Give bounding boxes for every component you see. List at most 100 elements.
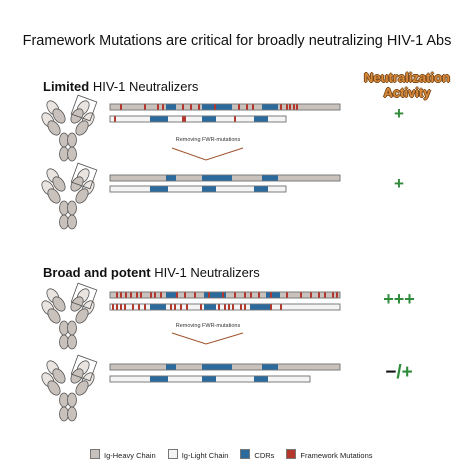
chain-limited-heavy-mutated-mutation <box>286 104 288 110</box>
chain-broad-light-mutated-mutation <box>200 304 202 310</box>
chain-broad-light-reverted-cdr <box>202 376 216 382</box>
chain-limited-heavy-mutated-mutation <box>162 104 164 110</box>
antibody-limited-mutated-paratope-box <box>70 94 98 122</box>
chain-broad-heavy-mutated-mutation <box>194 292 196 298</box>
chain-limited-heavy-mutated-mutation <box>120 104 122 110</box>
chain-broad-heavy-mutated-mutation <box>332 292 334 298</box>
legend-cdr-swatch <box>240 449 251 459</box>
chain-broad-heavy-mutated-mutation <box>208 292 210 298</box>
activity-limited-mutated: + <box>394 104 404 123</box>
chain-broad-heavy-mutated-mutation <box>324 292 326 298</box>
chain-broad-light-mutated-mutation <box>270 304 272 310</box>
antibody-limited-mutated-fc-4 <box>67 146 77 162</box>
chain-limited-heavy-mutated-mutation <box>280 104 282 110</box>
chain-limited-heavy-mutated-mutation <box>293 104 295 110</box>
chain-broad-heavy-mutated-mutation <box>244 292 246 298</box>
chain-broad-light-mutated-mutation <box>186 304 188 310</box>
section-limited-title: Limited HIV-1 Neutralizers <box>43 79 198 94</box>
activity-limited-reverted: + <box>394 174 404 193</box>
chain-broad-heavy-mutated-mutation <box>176 292 178 298</box>
section-limited-rest: HIV-1 Neutralizers <box>89 79 199 94</box>
antibody-broad-mutated-fc-4 <box>67 334 77 350</box>
chain-limited-heavy-reverted-cdr <box>262 175 278 181</box>
chain-broad-light-mutated-cdr <box>204 304 216 310</box>
chain-limited-light-reverted-cdr <box>202 186 216 192</box>
chain-broad-light-mutated-mutation <box>180 304 182 310</box>
chain-broad-light-mutated-mutation <box>280 304 282 310</box>
chain-broad-light-mutated-mutation <box>138 304 140 310</box>
legend-light-label: Ig-Light Chain <box>181 451 229 460</box>
antibody-limited-reverted-fc-4 <box>67 214 77 230</box>
chain-limited-heavy-mutated-mutation <box>289 104 291 110</box>
legend-cdr-label: CDRs <box>254 451 275 460</box>
chain-broad-light-mutated-cdr <box>250 304 270 310</box>
chain-limited-heavy-mutated-mutation <box>296 104 298 110</box>
chain-limited-light-reverted-outline <box>109 185 287 193</box>
chain-broad-light-reverted <box>109 375 311 383</box>
chain-broad-light-reverted-outline <box>109 375 311 383</box>
chain-broad-light-mutated-mutation <box>120 304 122 310</box>
chain-limited-heavy-mutated-outline <box>109 103 341 111</box>
chain-broad-heavy-mutated-mutation <box>130 292 132 298</box>
antibody-broad-mutated <box>41 282 98 350</box>
chain-limited-light-mutated-mutation <box>184 116 186 122</box>
chain-broad-light-mutated <box>109 303 341 311</box>
chain-broad-heavy-mutated-mutation <box>120 292 122 298</box>
chain-broad-heavy-mutated-cdr <box>204 292 226 298</box>
chain-limited-light-mutated-mutation <box>234 116 236 122</box>
section-broad-bold: Broad and potent <box>43 265 151 280</box>
chain-broad-heavy-mutated-mutation <box>270 292 272 298</box>
chain-broad-light-mutated-outline <box>109 303 341 311</box>
chain-broad-heavy-mutated-cdr <box>166 292 176 298</box>
antibody-broad-reverted-heavy-right-2 <box>75 380 89 396</box>
chain-broad-heavy-mutated-mutation <box>300 292 302 298</box>
legend-fwm: Framework Mutations <box>286 449 373 460</box>
chain-broad-light-mutated-mutation <box>170 304 172 310</box>
chain-limited-light-mutated-mutation <box>114 116 116 122</box>
chain-broad-heavy-mutated-mutation <box>234 292 236 298</box>
legend-heavy: Ig-Heavy Chain <box>90 449 156 460</box>
activity-broad-reverted: −/+ <box>369 362 429 384</box>
chain-broad-light-mutated-mutation <box>224 304 226 310</box>
chain-limited-heavy-reverted-cdr <box>202 175 232 181</box>
antibody-broad-reverted-paratope-box <box>70 354 98 382</box>
antibody-limited-reverted <box>41 162 98 230</box>
antibody-broad-mutated-heavy-left-1 <box>52 296 66 312</box>
chain-broad-heavy-mutated-mutation <box>336 292 338 298</box>
chain-limited-light-mutated-outline <box>109 115 287 123</box>
legend-fwm-label: Framework Mutations <box>300 451 373 460</box>
chain-limited-heavy-mutated-mutation <box>144 104 146 110</box>
chain-broad-heavy-reverted-cdr <box>166 364 176 370</box>
antibody-limited-mutated-heavy-left-1 <box>52 108 66 124</box>
chain-broad-heavy-mutated-mutation <box>160 292 162 298</box>
chain-limited-heavy-mutated-mutation <box>182 104 184 110</box>
chain-limited-heavy-mutated-mutation <box>198 104 200 110</box>
legend-fwm-swatch <box>286 449 297 459</box>
chain-broad-heavy-mutated-mutation <box>318 292 320 298</box>
chain-broad-heavy-mutated-mutation <box>140 292 142 298</box>
antibody-limited-mutated-heavy-left-2 <box>47 120 61 136</box>
chain-broad-heavy-mutated-mutation <box>258 292 260 298</box>
chain-limited-light-mutated-mutation <box>182 116 184 122</box>
chain-limited-heavy-mutated-cdr <box>262 104 278 110</box>
chain-broad-heavy-mutated-mutation <box>154 292 156 298</box>
chain-broad-light-mutated-mutation <box>132 304 134 310</box>
chain-broad-light-mutated-cdr <box>150 304 166 310</box>
arrow-label-broad: Removing FWR-mutations <box>175 323 241 329</box>
activity-plus: /+ <box>396 362 413 383</box>
antibody-broad-reverted <box>41 354 98 422</box>
chain-limited-heavy-mutated-mutation <box>157 104 159 110</box>
chain-limited-heavy-mutated-mutation <box>238 104 240 110</box>
legend-light: Ig-Light Chain <box>167 449 229 460</box>
chain-limited-light-reverted <box>109 185 287 193</box>
chain-broad-light-mutated-mutation <box>174 304 176 310</box>
section-broad-title: Broad and potent HIV-1 Neutralizers <box>43 265 260 280</box>
chain-broad-heavy-reverted-cdr <box>262 364 278 370</box>
legend-heavy-swatch <box>90 449 100 459</box>
header-line-2: Activity <box>383 85 431 100</box>
chain-limited-heavy-mutated-mutation <box>190 104 192 110</box>
chain-broad-light-mutated-mutation <box>144 304 146 310</box>
antibody-broad-mutated-paratope-box <box>70 282 98 310</box>
chain-limited-light-reverted-cdr <box>150 186 168 192</box>
